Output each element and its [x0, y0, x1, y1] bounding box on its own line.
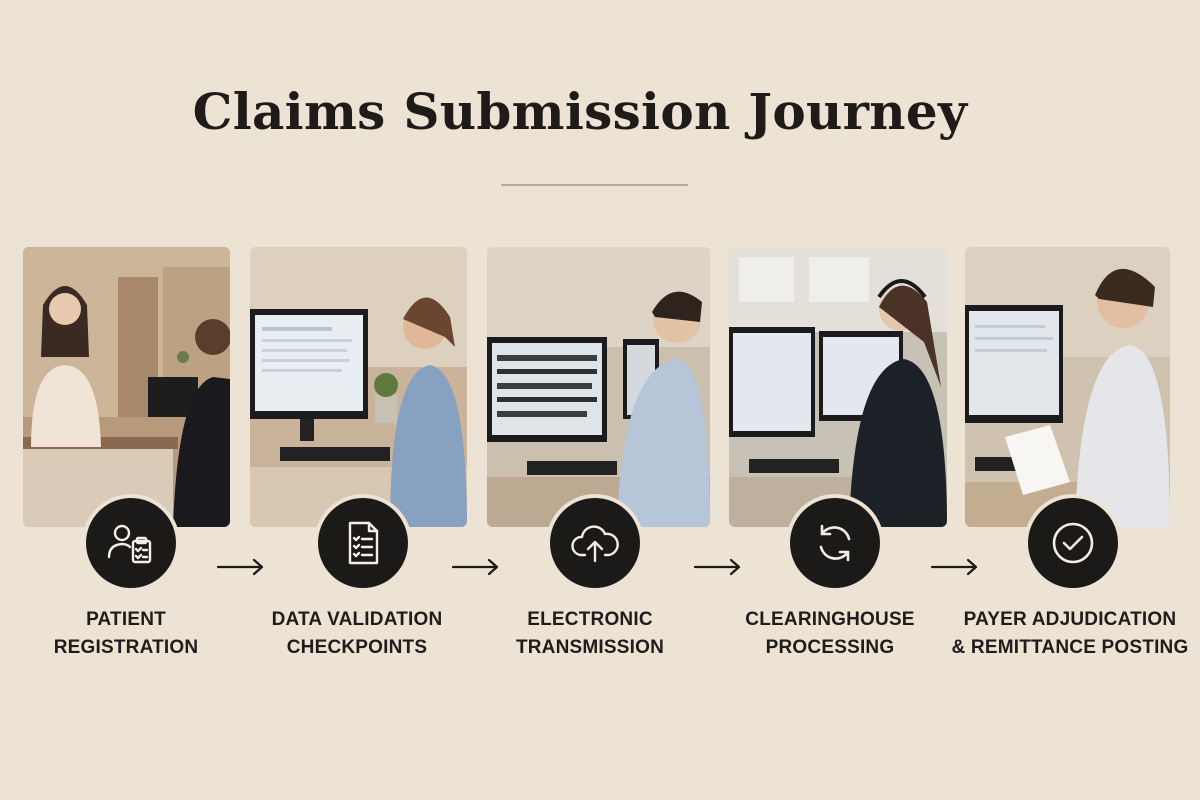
patient-clipboard-icon	[82, 494, 180, 592]
photo-patient-registration	[23, 247, 230, 527]
step-label-line: ELECTRONIC	[527, 609, 653, 630]
photo-payer-adjudication	[965, 247, 1170, 527]
step-label-line: REGISTRATION	[53, 637, 199, 658]
step-label-electronic-transmission: ELECTRONIC TRANSMISSION	[460, 606, 720, 662]
checkmark-circle-icon	[1024, 494, 1122, 592]
arrow-right-icon	[693, 558, 741, 576]
step-label-line: PATIENT	[86, 609, 166, 630]
sync-arrows-icon	[786, 494, 884, 592]
step-label-data-validation: DATA VALIDATION CHECKPOINTS	[227, 606, 487, 662]
arrow-right-icon	[216, 558, 264, 576]
step-label-line: TRANSMISSION	[515, 637, 665, 658]
step-label-line: PAYER ADJUDICATION	[963, 609, 1177, 630]
photo-data-validation	[250, 247, 467, 527]
page-title: Claims Submission Journey	[192, 82, 968, 141]
step-label-clearinghouse-processing: CLEARINGHOUSE PROCESSING	[700, 606, 960, 662]
title-divider	[501, 184, 688, 186]
step-label-line: CLEARINGHOUSE	[745, 609, 915, 630]
photo-clearinghouse-processing	[729, 247, 947, 527]
cloud-upload-icon	[546, 494, 644, 592]
photo-electronic-transmission	[487, 247, 710, 527]
arrow-right-icon	[451, 558, 499, 576]
step-label-line: PROCESSING	[765, 637, 895, 658]
checklist-document-icon	[314, 494, 412, 592]
arrow-right-icon	[930, 558, 978, 576]
step-label-payer-adjudication: PAYER ADJUDICATION & REMITTANCE POSTING	[940, 606, 1200, 662]
step-label-line: CHECKPOINTS	[286, 637, 428, 658]
step-label-line: DATA VALIDATION	[271, 609, 443, 630]
step-label-patient-registration: PATIENT REGISTRATION	[0, 606, 256, 662]
step-label-line: & REMITTANCE POSTING	[951, 637, 1189, 658]
